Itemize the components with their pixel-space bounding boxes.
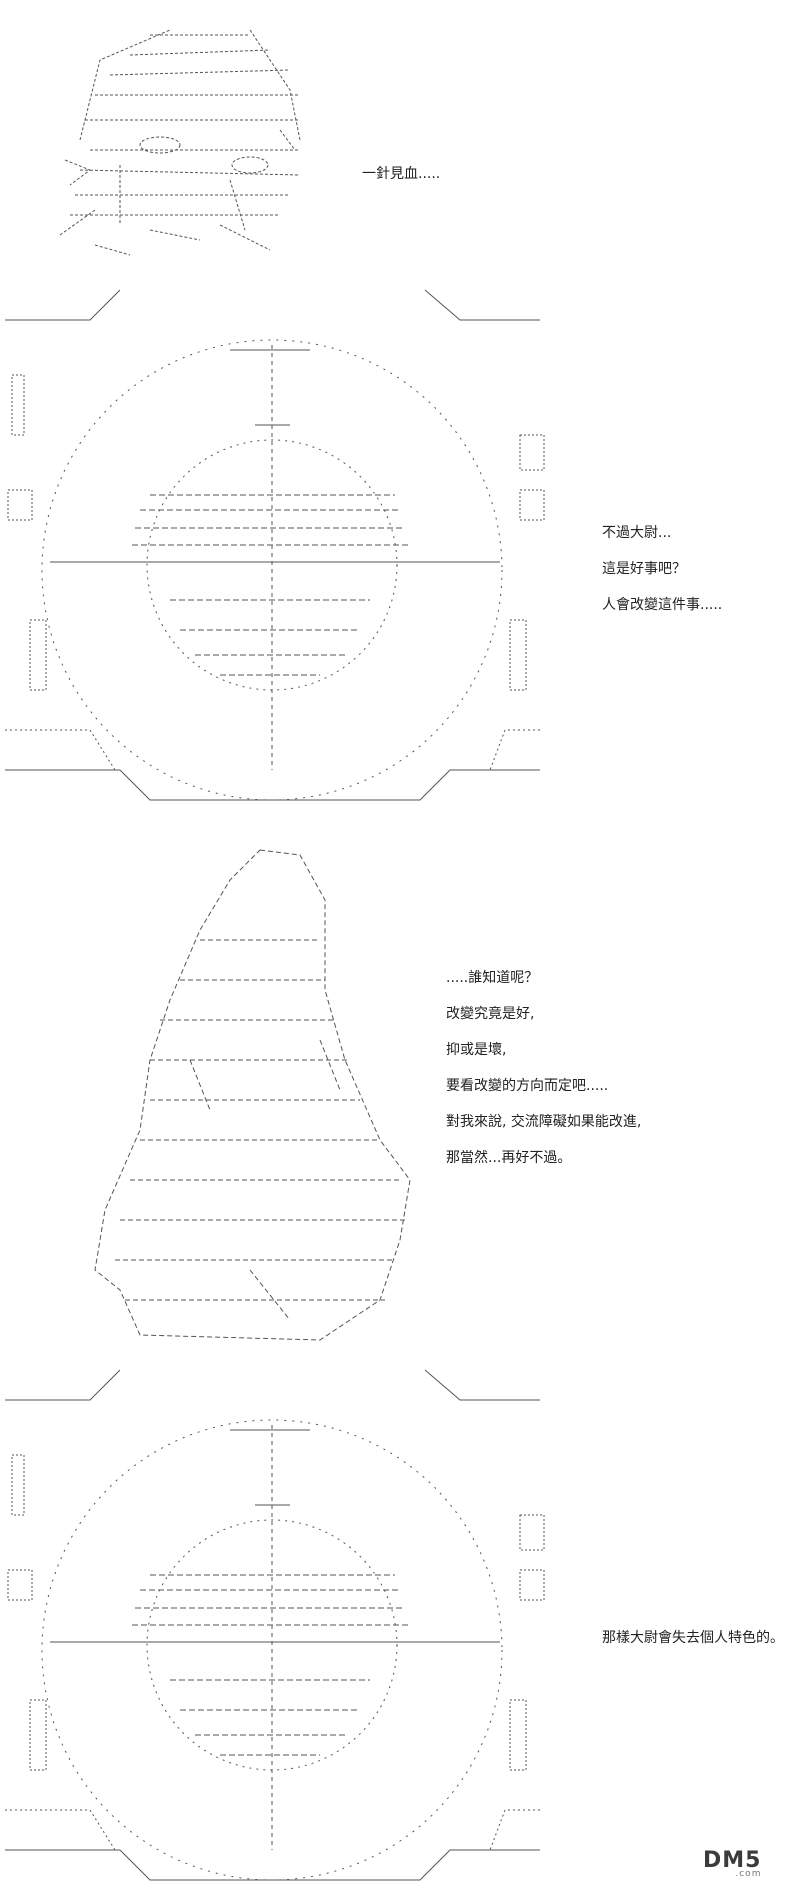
scope-view-top xyxy=(5,289,545,801)
dialog-line: 對我來說, 交流障礙如果能改進, xyxy=(446,1114,642,1130)
dialog-line: 一針見血..... xyxy=(362,166,441,182)
dialog-line: 人會改變這件事..... xyxy=(602,597,723,613)
dialog-line: 改變究竟是好, xyxy=(446,1006,535,1022)
dialog-line: 抑或是壞, xyxy=(446,1042,507,1058)
dialog-line: 不過大尉... xyxy=(602,525,672,541)
dialog-line: 這是好事吧？ xyxy=(602,561,686,577)
watermark-logo: DM5 xyxy=(703,1848,762,1873)
dialog-line: 要看改變的方向而定吧..... xyxy=(446,1078,609,1094)
dialog-line: 那當然...再好不過。 xyxy=(446,1150,572,1166)
site-watermark: DM5 .com xyxy=(703,1848,761,1879)
dialog-panel-1: 一針見血..... xyxy=(362,156,440,192)
watermark-sub: .com xyxy=(735,1869,762,1879)
dialog-line: .....誰知道呢？ xyxy=(446,970,539,986)
dialog-panel-2: 不過大尉... 這是好事吧？ 人會改變這件事..... xyxy=(602,515,722,623)
robed-figure-art xyxy=(94,849,411,1341)
dialog-line: 那樣大尉會失去個人特色的。 xyxy=(602,1630,784,1646)
dialog-panel-3: .....誰知道呢？ 改變究竟是好, 抑或是壞, 要看改變的方向而定吧.....… xyxy=(446,960,641,1176)
character-head-art xyxy=(59,29,301,256)
scope-view-bottom xyxy=(5,1369,545,1881)
dialog-panel-4: 那樣大尉會失去個人特色的。 xyxy=(602,1620,784,1656)
